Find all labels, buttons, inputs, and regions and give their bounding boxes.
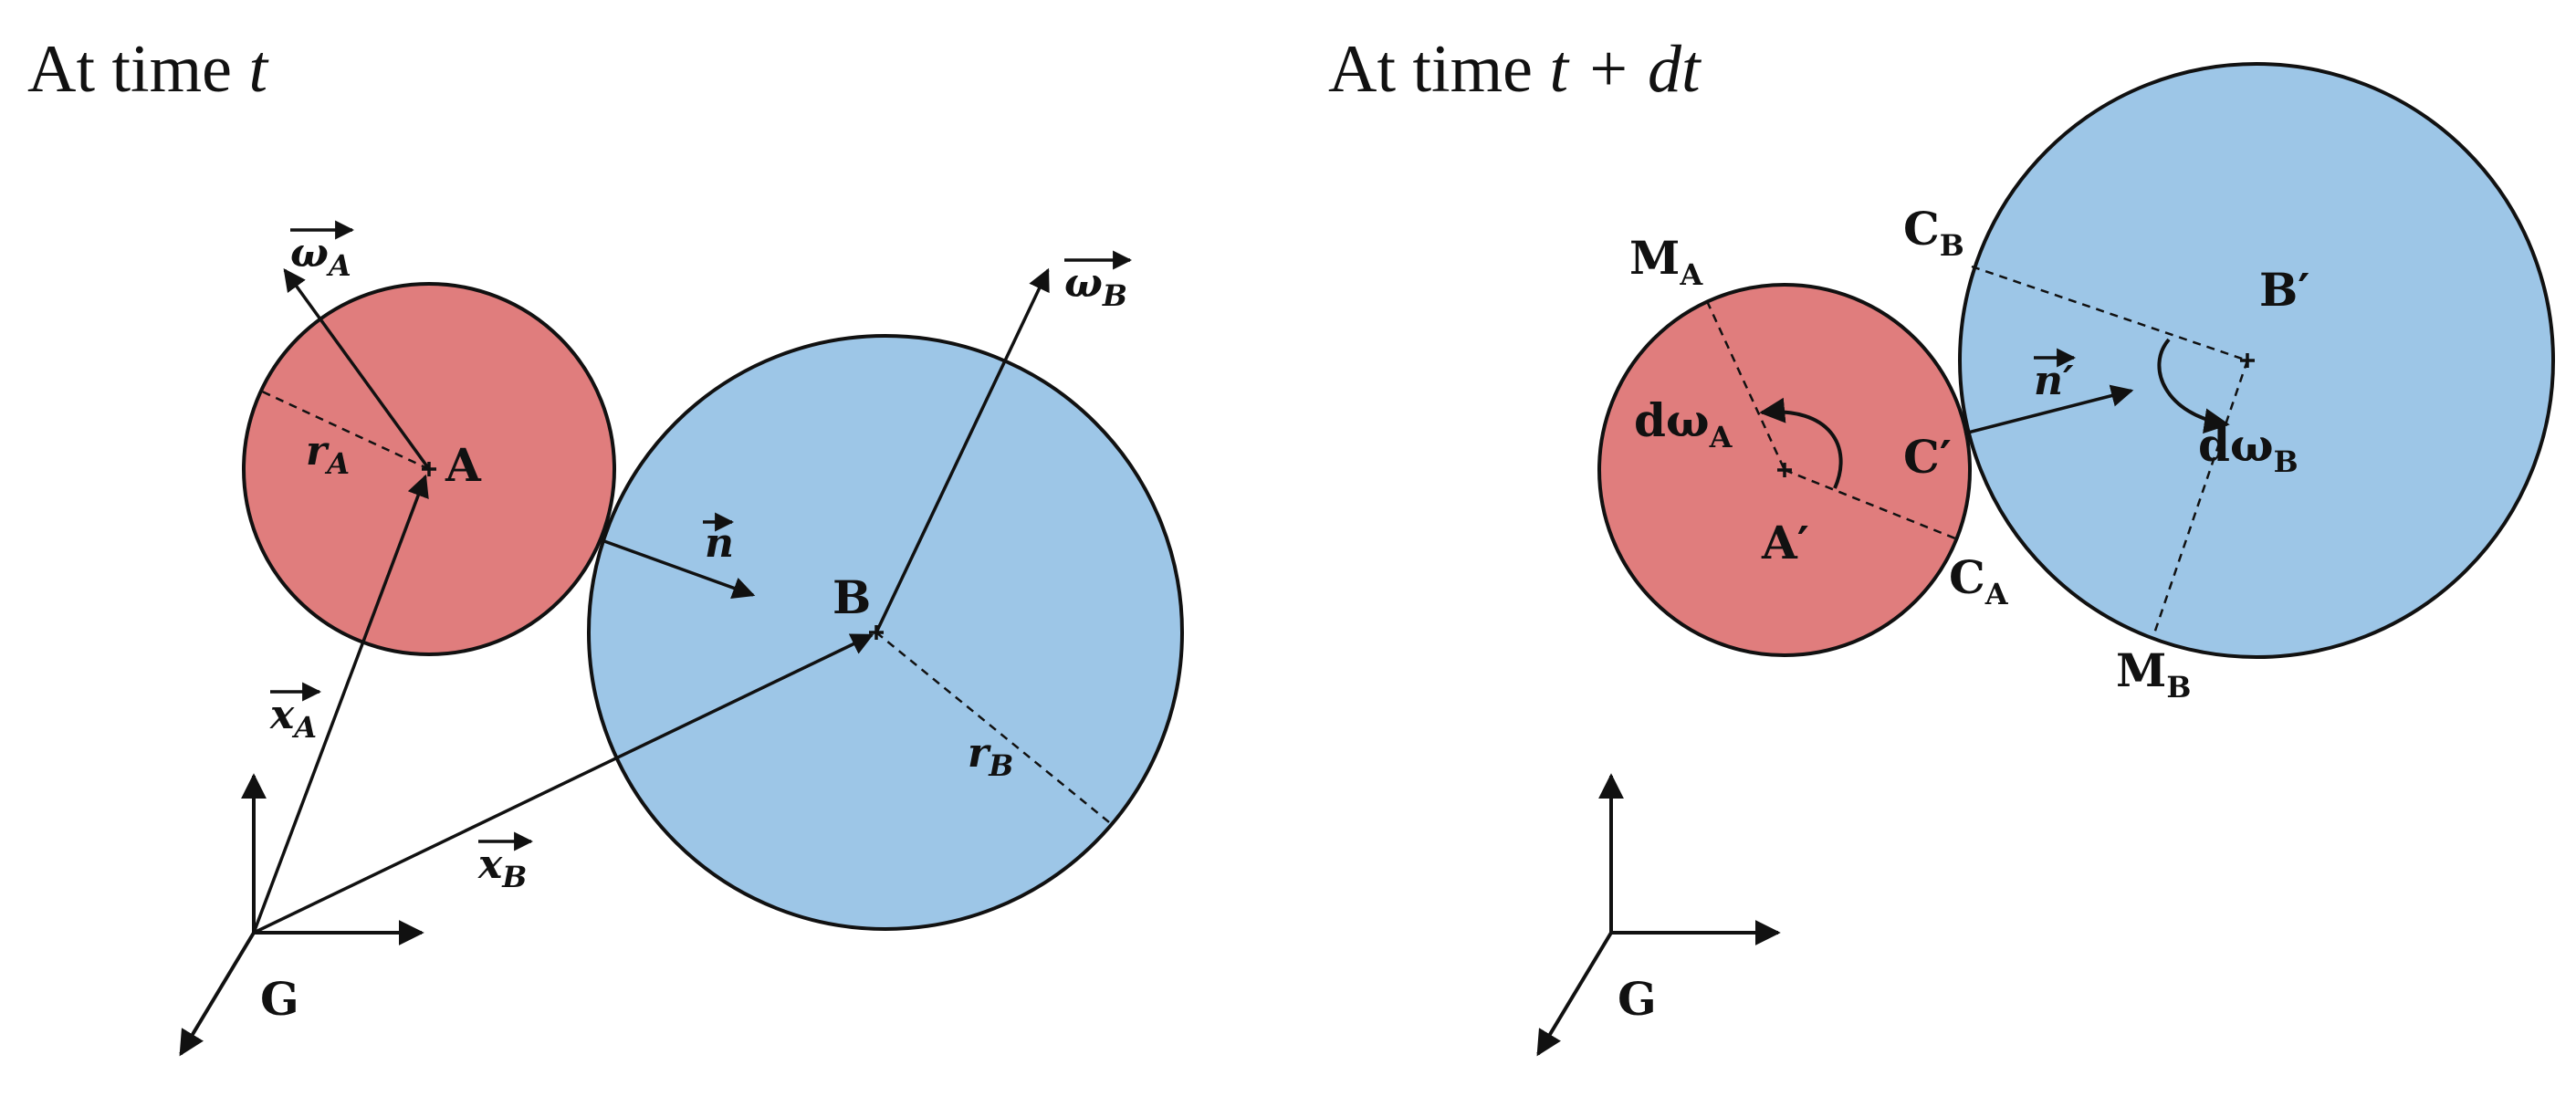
line-ma <box>1705 300 1786 471</box>
label-dw-a: dωA <box>1634 393 1733 454</box>
disc-b <box>587 334 1184 931</box>
label-a: A <box>445 438 482 492</box>
label-c-prime: C′ <box>1903 430 1952 484</box>
label-g: G <box>260 972 299 1026</box>
label-a-prime: A′ <box>1761 516 1809 569</box>
center-a-prime-mark <box>1777 463 1792 477</box>
label-g-right: G <box>1618 972 1657 1026</box>
vector-omega-b <box>874 267 1050 633</box>
disc-b-prime <box>1958 62 2555 659</box>
vector-xa <box>252 474 429 934</box>
label-n-prime: n′ <box>2034 348 2077 404</box>
label-omega-a: ωA <box>290 220 355 283</box>
left-heading: At time t <box>27 32 270 107</box>
label-ca: CA <box>1949 550 2009 611</box>
label-xa: xA <box>269 682 322 745</box>
label-b: B <box>832 570 871 624</box>
label-cb: CB <box>1903 202 1964 263</box>
vector-omega-a <box>283 268 431 471</box>
vector-xb <box>253 633 874 935</box>
vector-n-prime <box>1963 384 2134 435</box>
label-xb: xB <box>477 831 534 894</box>
rotation-arrow-b <box>2157 338 2230 434</box>
svg-text:xB: xB <box>477 841 527 894</box>
svg-text:n: n <box>705 520 734 567</box>
radius-a-line <box>259 389 430 471</box>
frame-g-z-axis <box>179 931 256 1057</box>
right-heading: At time t + dt <box>1328 32 1702 107</box>
svg-text:ωA: ωA <box>290 230 351 283</box>
label-b-prime: B′ <box>2259 263 2309 317</box>
label-n: n <box>703 512 735 567</box>
line-mb <box>2151 360 2249 640</box>
label-ma: MA <box>1629 231 1703 292</box>
center-b-prime-mark <box>2240 353 2255 368</box>
line-cb <box>1971 265 2248 362</box>
label-dw-b: dωB <box>2198 418 2299 479</box>
label-ra: rA <box>306 428 350 481</box>
frame-g2-z-axis <box>1536 931 1613 1057</box>
label-rb: rB <box>968 730 1013 783</box>
label-mb: MB <box>2116 643 2191 705</box>
svg-text:n′: n′ <box>2034 358 2074 404</box>
rotation-arrow-a <box>1759 397 1843 489</box>
svg-text:xA: xA <box>269 692 317 745</box>
label-omega-b: ωB <box>1064 250 1133 313</box>
vector-n <box>603 539 756 600</box>
radius-b-line <box>875 632 1115 827</box>
svg-text:ωB: ωB <box>1064 260 1127 313</box>
line-ca <box>1784 468 1956 540</box>
